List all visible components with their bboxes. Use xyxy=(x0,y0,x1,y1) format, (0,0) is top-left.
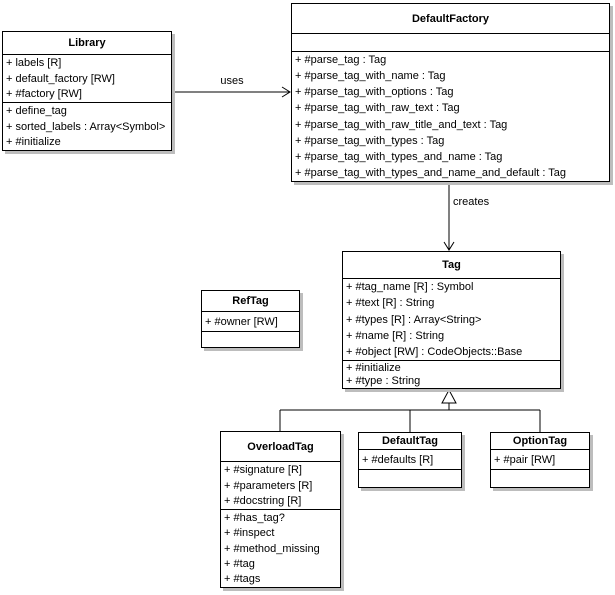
uses-open-arrowhead-icon xyxy=(281,86,291,98)
class-title: OptionTag xyxy=(512,435,568,447)
attribute-row: + #name [R] : String xyxy=(346,329,445,342)
method-row: + #parse_tag_with_name : Tag xyxy=(295,70,446,83)
attribute-row: + #owner [RW] xyxy=(205,315,278,328)
attribute-row: + #pair [RW] xyxy=(494,453,556,466)
class-box-overload-tag: OverloadTag + #signature [R] + #paramete… xyxy=(220,431,341,588)
method-row: + #inspect xyxy=(224,527,275,540)
method-row: + #has_tag? xyxy=(224,511,285,524)
class-title: OverloadTag xyxy=(247,440,314,453)
attribute-row: + default_factory [RW] xyxy=(6,72,115,85)
empty-attributes-section xyxy=(292,33,609,51)
method-row: + #type : String xyxy=(346,375,421,388)
method-row: + #tags xyxy=(224,573,261,586)
method-row: + sorted_labels : Array<Symbol> xyxy=(6,120,166,133)
attribute-row: + #defaults [R] xyxy=(362,453,434,466)
method-row: + #method_missing xyxy=(224,542,320,555)
attribute-row: + #object [RW] : CodeObjects::Base xyxy=(346,345,523,358)
class-box-ref-tag: RefTag + #owner [RW] xyxy=(201,290,300,348)
uses-edge-label: uses xyxy=(206,75,258,87)
method-row: + #parse_tag_with_types_and_name_and_def… xyxy=(295,166,567,179)
class-title: Library xyxy=(68,37,106,49)
method-row: + #parse_tag : Tag xyxy=(295,54,387,67)
method-row: + #parse_tag_with_raw_title_and_text : T… xyxy=(295,118,508,131)
method-row: + #parse_tag_with_types_and_name : Tag xyxy=(295,150,503,163)
method-row: + define_tag xyxy=(6,104,67,117)
class-box-default-factory: DefaultFactory + #parse_tag : Tag + #par… xyxy=(291,3,610,182)
method-row: + #parse_tag_with_raw_text : Tag xyxy=(295,102,460,115)
class-title: DefaultTag xyxy=(381,435,439,447)
attribute-row: + #parameters [R] xyxy=(224,479,313,492)
class-box-library: Library + labels [R] + default_factory [… xyxy=(2,31,172,151)
method-row: + #initialize xyxy=(6,136,61,149)
class-box-tag: Tag + #tag_name [R] : Symbol + #text [R]… xyxy=(342,251,561,389)
creates-open-arrowhead-icon xyxy=(443,241,455,251)
class-box-option-tag: OptionTag + #pair [RW] xyxy=(490,432,590,488)
empty-methods-section xyxy=(491,469,589,487)
method-row: + #tag xyxy=(224,557,255,570)
creates-edge-label: creates xyxy=(453,196,490,208)
class-title: RefTag xyxy=(232,295,269,307)
class-box-default-tag: DefaultTag + #defaults [R] xyxy=(358,432,462,488)
attribute-row: + #types [R] : Array<String> xyxy=(346,313,482,326)
attribute-row: + labels [R] xyxy=(6,56,62,69)
method-row: + #initialize xyxy=(346,361,401,374)
class-title: Tag xyxy=(442,259,461,271)
method-row: + #parse_tag_with_options : Tag xyxy=(295,86,454,99)
attribute-row: + #text [R] : String xyxy=(346,297,435,310)
generalization-triangle-icon xyxy=(441,388,457,404)
empty-methods-section xyxy=(202,331,299,347)
attribute-row: + #docstring [R] xyxy=(224,495,302,508)
empty-methods-section xyxy=(359,469,461,487)
attribute-row: + #signature [R] xyxy=(224,463,302,476)
class-title: DefaultFactory xyxy=(411,12,490,25)
method-row: + #parse_tag_with_types : Tag xyxy=(295,134,445,147)
attribute-row: + #factory [RW] xyxy=(6,88,82,101)
attribute-row: + #tag_name [R] : Symbol xyxy=(346,281,474,294)
